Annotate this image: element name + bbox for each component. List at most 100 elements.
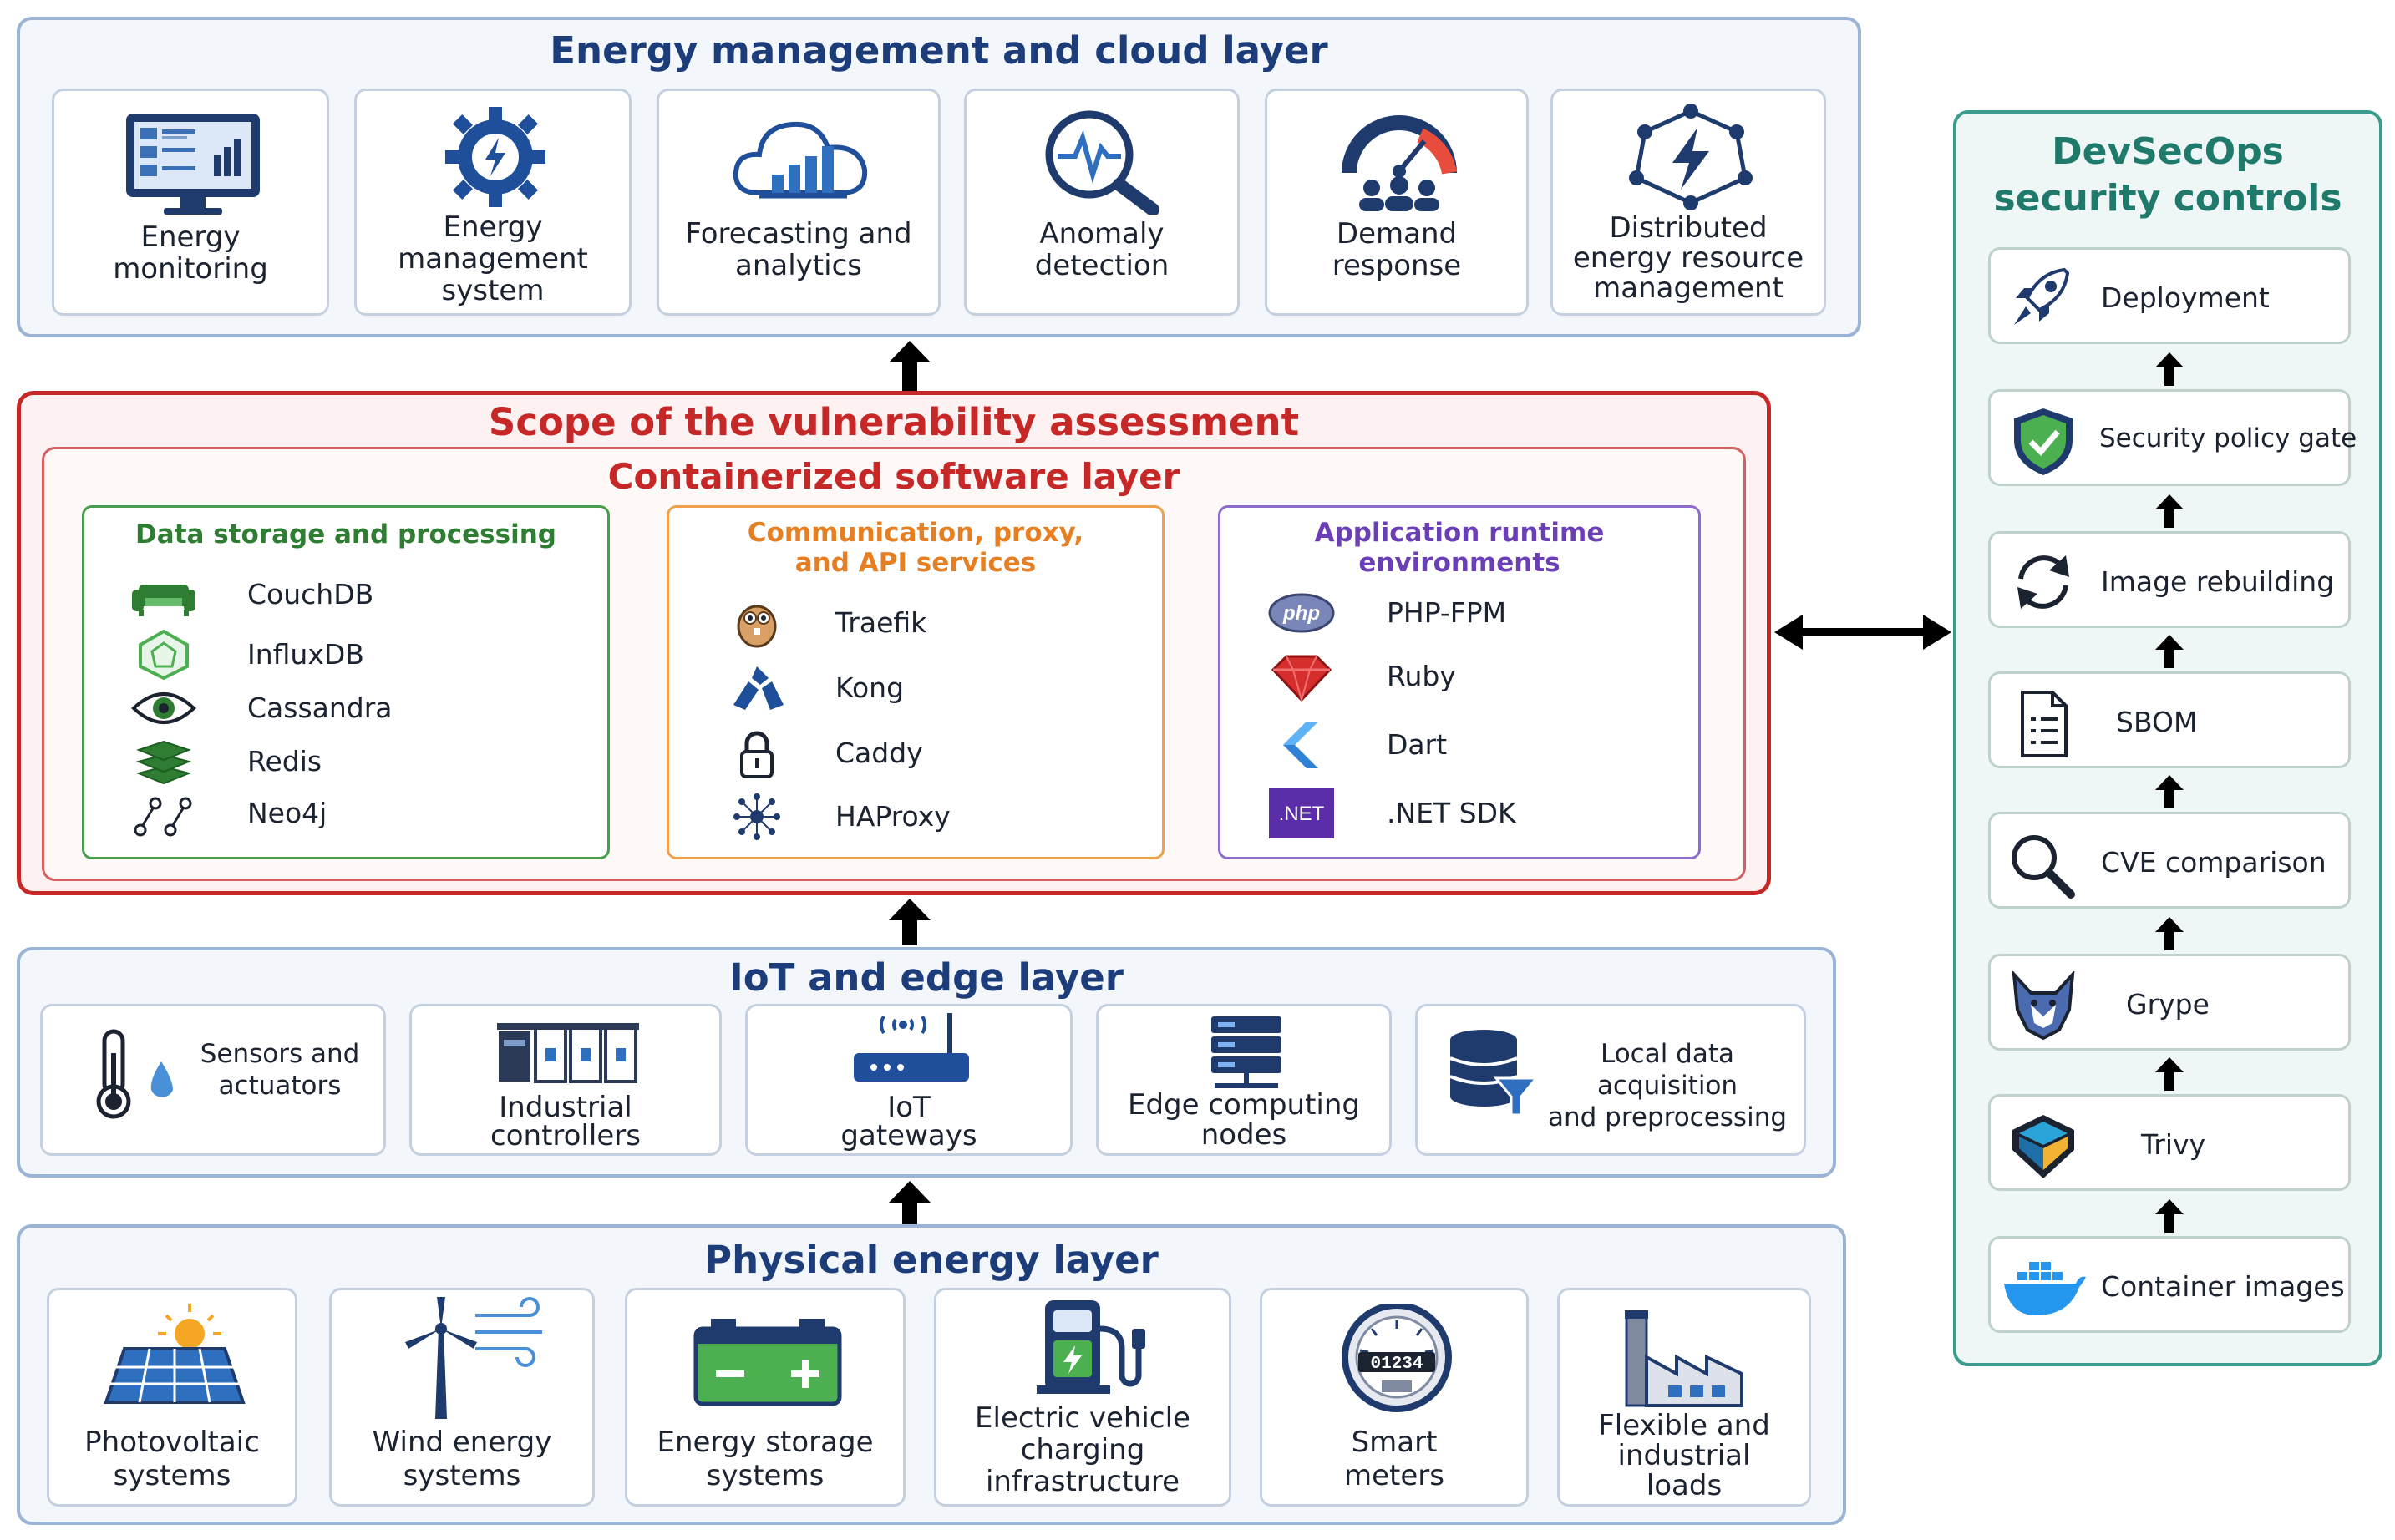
- search-icon: [2012, 835, 2075, 899]
- list-item: Cassandra: [130, 683, 548, 733]
- card-label: Local data acquisition and preprocessing: [1547, 1039, 1788, 1132]
- padlock-icon: [740, 731, 774, 778]
- list-item: Caddy: [723, 728, 1124, 778]
- php-badge-text: php: [1282, 602, 1320, 625]
- battery-icon: [693, 1319, 842, 1406]
- list-item: Kong: [723, 663, 1124, 713]
- item-name: Neo4j: [247, 797, 327, 829]
- step-sbom: SBOM: [1988, 671, 2351, 768]
- thermometer-drop-icon: [96, 1029, 173, 1119]
- arrow-up-icon: [2155, 917, 2184, 950]
- hub-icon: [733, 793, 780, 840]
- router-icon: [854, 1013, 969, 1082]
- couch-icon: [132, 585, 195, 616]
- card-label: Electric vehicle charging infrastructure: [975, 1401, 1190, 1498]
- card-anomaly-detection: Anomaly detection: [964, 89, 1240, 316]
- magnifier-pulse-icon: [1045, 110, 1159, 215]
- item-name: CouchDB: [247, 578, 374, 610]
- card-label: Sensors and actuators: [200, 1039, 360, 1101]
- list-item: InfluxDB: [130, 630, 548, 680]
- ev-charger-icon: [1037, 1300, 1145, 1394]
- arrow-up-icon: [889, 899, 931, 945]
- gauge-people-icon: [1342, 115, 1457, 211]
- scope-title: Scope of the vulnerability assessment: [488, 400, 1300, 444]
- php-logo-icon: php: [1268, 593, 1335, 633]
- shield-check-icon: [2014, 408, 2073, 475]
- card-forecasting: Forecasting and analytics: [657, 89, 941, 316]
- group-title: Communication, proxy, and API services: [747, 518, 1084, 578]
- item-name: InfluxDB: [247, 638, 364, 671]
- card-photovoltaic: Photovoltaic systems: [47, 1288, 297, 1507]
- item-name: PHP-FPM: [1387, 596, 1507, 629]
- step-label: Deployment: [2101, 281, 2270, 314]
- card-label: Wind energy systems: [372, 1426, 552, 1492]
- refresh-icon: [2017, 555, 2069, 609]
- card-ev-charging: Electric vehicle charging infrastructure: [934, 1288, 1231, 1507]
- list-item: Traefik: [723, 598, 1124, 648]
- ruby-gem-icon: [1271, 655, 1332, 702]
- grype-icon: [2012, 971, 2075, 1041]
- step-image-rebuilding: Image rebuilding: [1988, 531, 2351, 628]
- step-label: Grype: [2126, 988, 2210, 1021]
- card-demand-response: Demand response: [1265, 89, 1529, 316]
- item-name: .NET SDK: [1387, 797, 1516, 829]
- step-deployment: Deployment: [1988, 247, 2351, 344]
- item-name: Dart: [1387, 728, 1448, 761]
- iot-layer-title: IoT and edge layer: [729, 955, 1124, 1000]
- card-energy-storage: Energy storage systems: [625, 1288, 906, 1507]
- step-label: Image rebuilding: [2101, 565, 2335, 598]
- trivy-icon: [2012, 1115, 2074, 1178]
- list-item: Redis: [130, 737, 548, 787]
- item-name: Kong: [835, 671, 905, 704]
- smart-meter-icon: 01234: [1342, 1304, 1452, 1412]
- card-label: Industrial controllers: [490, 1091, 641, 1152]
- step-label: Security policy gate: [2099, 423, 2357, 453]
- card-local-data-acquisition: Local data acquisition and preprocessing: [1415, 1004, 1806, 1156]
- arrow-up-icon: [2155, 1057, 2184, 1091]
- group-communication-proxy-api: Communication, proxy, and API services: [667, 505, 1165, 859]
- list-item: CouchDB: [130, 570, 548, 620]
- group-title: Application runtime environments: [1314, 518, 1605, 578]
- card-sensors-actuators: Sensors and actuators: [40, 1004, 386, 1156]
- meter-reading: 01234: [1370, 1355, 1423, 1374]
- card-smart-meters: 01234 Smart meters: [1260, 1288, 1529, 1507]
- step-label: Container images: [2101, 1270, 2345, 1303]
- physical-layer-title: Physical energy layer: [704, 1238, 1159, 1282]
- arrow-up-icon: [2155, 352, 2184, 386]
- list-item: Dart: [1268, 720, 1669, 770]
- card-label: Energy monitoring: [113, 220, 268, 286]
- card-wind-energy: Wind energy systems: [329, 1288, 595, 1507]
- item-name: Traefik: [835, 606, 927, 639]
- step-grype: Grype: [1988, 954, 2351, 1051]
- card-label: Edge computing nodes: [1127, 1088, 1361, 1152]
- card-label: Demand response: [1332, 217, 1462, 282]
- devsecops-title: DevSecOps security controls: [1993, 130, 2342, 220]
- dotnet-badge-text: .NET: [1279, 803, 1325, 825]
- graph-nodes-icon: [134, 797, 192, 837]
- layers-icon: [135, 740, 192, 785]
- solar-panel-icon: [104, 1304, 246, 1404]
- card-label: IoT gateways: [840, 1091, 977, 1152]
- card-label: Photovoltaic systems: [84, 1426, 260, 1492]
- group-title: Data storage and processing: [135, 519, 556, 550]
- network-bolt-icon: [1629, 104, 1753, 210]
- cloud-layer-title: Energy management and cloud layer: [550, 28, 1328, 73]
- database-filter-icon: [1449, 1030, 1538, 1117]
- arrow-up-icon: [2155, 1199, 2184, 1233]
- card-industrial-loads: Flexible and industrial loads: [1557, 1288, 1811, 1507]
- dotnet-logo-icon: .NET: [1269, 788, 1334, 838]
- cloud-chart-icon: [733, 121, 868, 199]
- list-item: php PHP-FPM: [1268, 588, 1669, 638]
- containerized-layer-title: Containerized software layer: [607, 456, 1180, 497]
- item-name: HAProxy: [835, 800, 951, 833]
- item-name: Cassandra: [247, 691, 393, 724]
- list-item: HAProxy: [723, 792, 1124, 842]
- gear-bolt-icon: [445, 107, 545, 207]
- arrow-up-icon: [2155, 775, 2184, 808]
- dart-logo-icon: [1283, 722, 1318, 768]
- arrow-up-icon: [889, 1181, 931, 1224]
- step-label: Trivy: [2141, 1128, 2206, 1161]
- arrow-up-icon: [2155, 635, 2184, 668]
- card-label: Energy storage systems: [657, 1426, 874, 1492]
- kong-gorilla-icon: [733, 666, 784, 710]
